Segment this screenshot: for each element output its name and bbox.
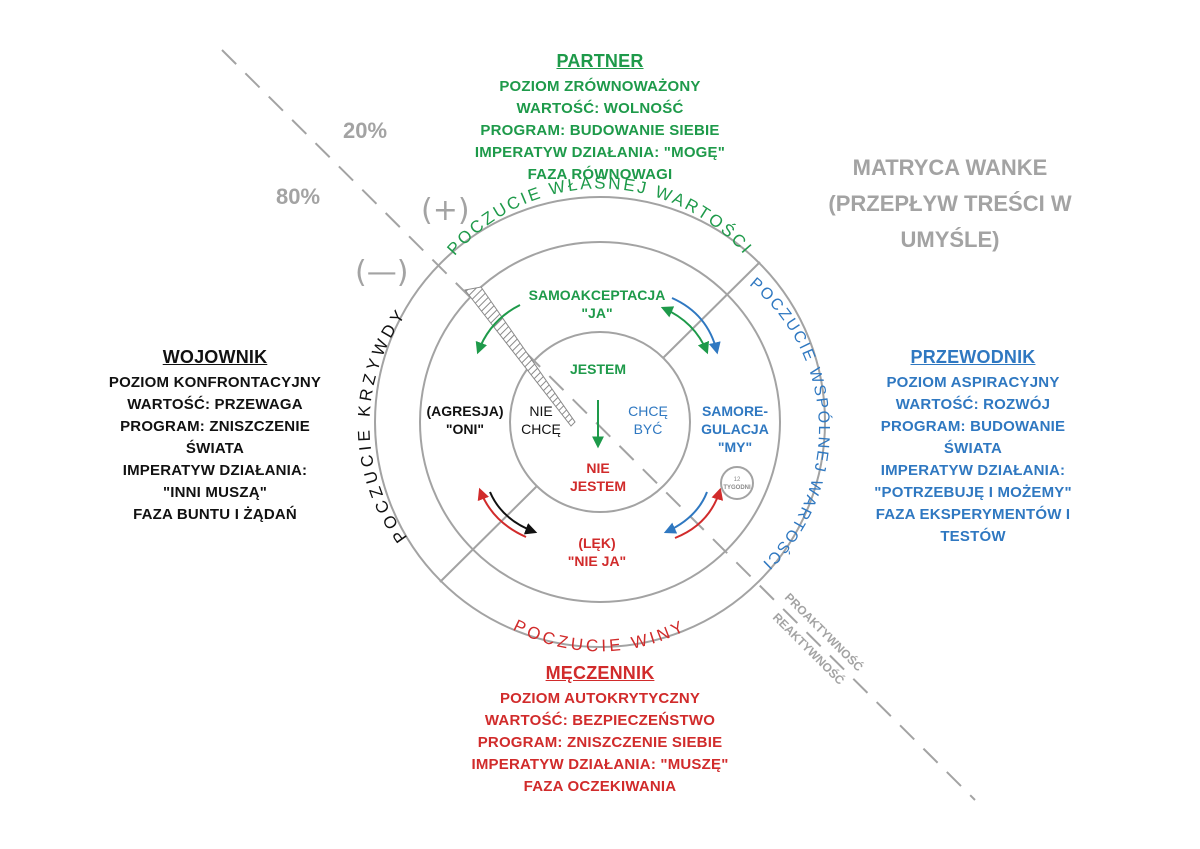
arrow-red-bottom-right xyxy=(674,487,724,539)
oni-label: "ONI" xyxy=(446,421,484,437)
nie-chce-label-1: NIE xyxy=(529,403,552,419)
agresja-label: (AGRESJA) xyxy=(426,403,503,419)
przewodnik-line: "POTRZEBUJĘ I MOŻEMY" xyxy=(874,484,1072,501)
meczennik-block: MĘCZENNIK POZIOM AUTOKRYTYCZNY WARTOŚĆ: … xyxy=(440,660,760,798)
diagram-title: MATRYCA WANKE (PRZEPŁYW TREŚCI W UMYŚLE) xyxy=(780,150,1120,258)
przewodnik-line: WARTOŚĆ: ROZWÓJ xyxy=(895,396,1051,413)
jestem-label: JESTEM xyxy=(570,361,626,377)
ja-label: "JA" xyxy=(581,305,612,321)
partner-line: FAZA RÓWNOWAGI xyxy=(527,166,673,183)
wojownik-line: FAZA BUNTU I ŻĄDAŃ xyxy=(133,506,297,523)
minus-sign: (—) xyxy=(355,255,409,290)
meczennik-line: PROGRAM: ZNISZCZENIE SIEBIE xyxy=(477,734,723,751)
title-line-1: MATRYCA WANKE xyxy=(852,155,1048,180)
przewodnik-line: POZIOM ASPIRACYJNY xyxy=(886,374,1060,391)
inner-circle xyxy=(509,331,691,513)
arrow-black-bottom-left xyxy=(489,491,538,535)
wojownik-line: WARTOŚĆ: PRZEWAGA xyxy=(127,396,303,413)
przewodnik-line: PROGRAM: BUDOWANIE xyxy=(880,418,1066,435)
ring-label-left: POCZUCIE KRZYWDY xyxy=(354,304,410,546)
wojownik-line: POZIOM KONFRONTACYJNY xyxy=(108,374,322,391)
meczennik-line: WARTOŚĆ: BEZPIECZEŃSTWO xyxy=(484,712,716,729)
arrow-red-bottom-left xyxy=(477,487,527,538)
hatched-wedge xyxy=(464,286,576,427)
nie-ja-label: "NIE JA" xyxy=(568,553,626,569)
meczennik-heading: MĘCZENNIK xyxy=(545,663,655,683)
partner-heading: PARTNER xyxy=(556,51,644,71)
arrow-blue-bottom-right xyxy=(663,491,708,534)
divider-ne xyxy=(662,261,761,359)
nie-jestem-label-2: JESTEM xyxy=(570,478,626,494)
wojownik-heading: WOJOWNIK xyxy=(162,347,268,367)
przewodnik-line: FAZA EKSPERYMENTÓW I xyxy=(875,506,1071,523)
wojownik-block: WOJOWNIK POZIOM KONFRONTACYJNY WARTOŚĆ: … xyxy=(80,344,350,526)
nie-jestem-label-1: NIE xyxy=(586,460,609,476)
title-line-3: UMYŚLE) xyxy=(900,227,1000,252)
arrow-green-top-right xyxy=(660,306,710,355)
samoakceptacja-label: SAMOAKCEPTACJA xyxy=(529,287,666,303)
wojownik-line: "INNI MUSZĄ" xyxy=(162,484,268,501)
przewodnik-line: ŚWIATA xyxy=(943,440,1003,457)
meczennik-line: FAZA OCZEKIWANIA xyxy=(523,778,677,795)
outer-circle xyxy=(374,196,826,648)
meczennik-line: POZIOM AUTOKRYTYCZNY xyxy=(499,690,701,707)
nie-chce-label-2: CHCĘ xyxy=(521,421,561,437)
chce-byc-label-2: BYĆ xyxy=(634,421,663,437)
partner-line: IMPERATYW DZIAŁANIA: "MOGĘ" xyxy=(474,144,726,161)
wojownik-line: ŚWIATA xyxy=(185,440,245,457)
lek-label: (LĘK) xyxy=(578,535,615,551)
pct-bottom: 80% xyxy=(276,184,321,209)
samoregulacja-label-2: GULACJA xyxy=(701,421,769,437)
samoregulacja-label-1: SAMORE- xyxy=(702,403,768,419)
ring-label-bottom: POCZUCIE WINY xyxy=(510,616,689,656)
meczennik-line: IMPERATYW DZIAŁANIA: "MUSZĘ" xyxy=(471,756,729,773)
przewodnik-heading: PRZEWODNIK xyxy=(910,347,1036,367)
weeks-badge-number: 12 xyxy=(734,477,741,483)
divider-sw xyxy=(439,485,538,583)
pct-top: 20% xyxy=(343,118,388,143)
plus-sign: (+) xyxy=(421,193,470,228)
wojownik-line: PROGRAM: ZNISZCZENIE xyxy=(120,418,310,435)
ring-label-top: POCZUCIE WŁASNEJ WARTOŚCI xyxy=(443,174,756,259)
przewodnik-block: PRZEWODNIK POZIOM ASPIRACYJNY WARTOŚĆ: R… xyxy=(832,344,1114,548)
wojownik-line: IMPERATYW DZIAŁANIA: xyxy=(122,462,308,479)
my-label: "MY" xyxy=(718,439,752,455)
weeks-badge xyxy=(720,466,754,500)
partner-line: PROGRAM: BUDOWANIE SIEBIE xyxy=(480,122,720,139)
partner-line: POZIOM ZRÓWNOWAŻONY xyxy=(499,78,701,95)
partner-block: PARTNER POZIOM ZRÓWNOWAŻONY WARTOŚĆ: WOL… xyxy=(440,48,760,186)
arrow-green-top-left xyxy=(475,304,521,355)
middle-circle xyxy=(419,241,781,603)
title-line-2: (PRZEPŁYW TREŚCI W xyxy=(828,191,1072,216)
chce-byc-label-1: CHCĘ xyxy=(628,403,668,419)
przewodnik-line: TESTÓW xyxy=(940,528,1006,545)
partner-line: WARTOŚĆ: WOLNOŚĆ xyxy=(516,100,684,117)
weeks-badge-text: TYGODNI xyxy=(723,485,751,491)
arrow-blue-top-right xyxy=(671,297,721,355)
przewodnik-line: IMPERATYW DZIAŁANIA: xyxy=(880,462,1066,479)
